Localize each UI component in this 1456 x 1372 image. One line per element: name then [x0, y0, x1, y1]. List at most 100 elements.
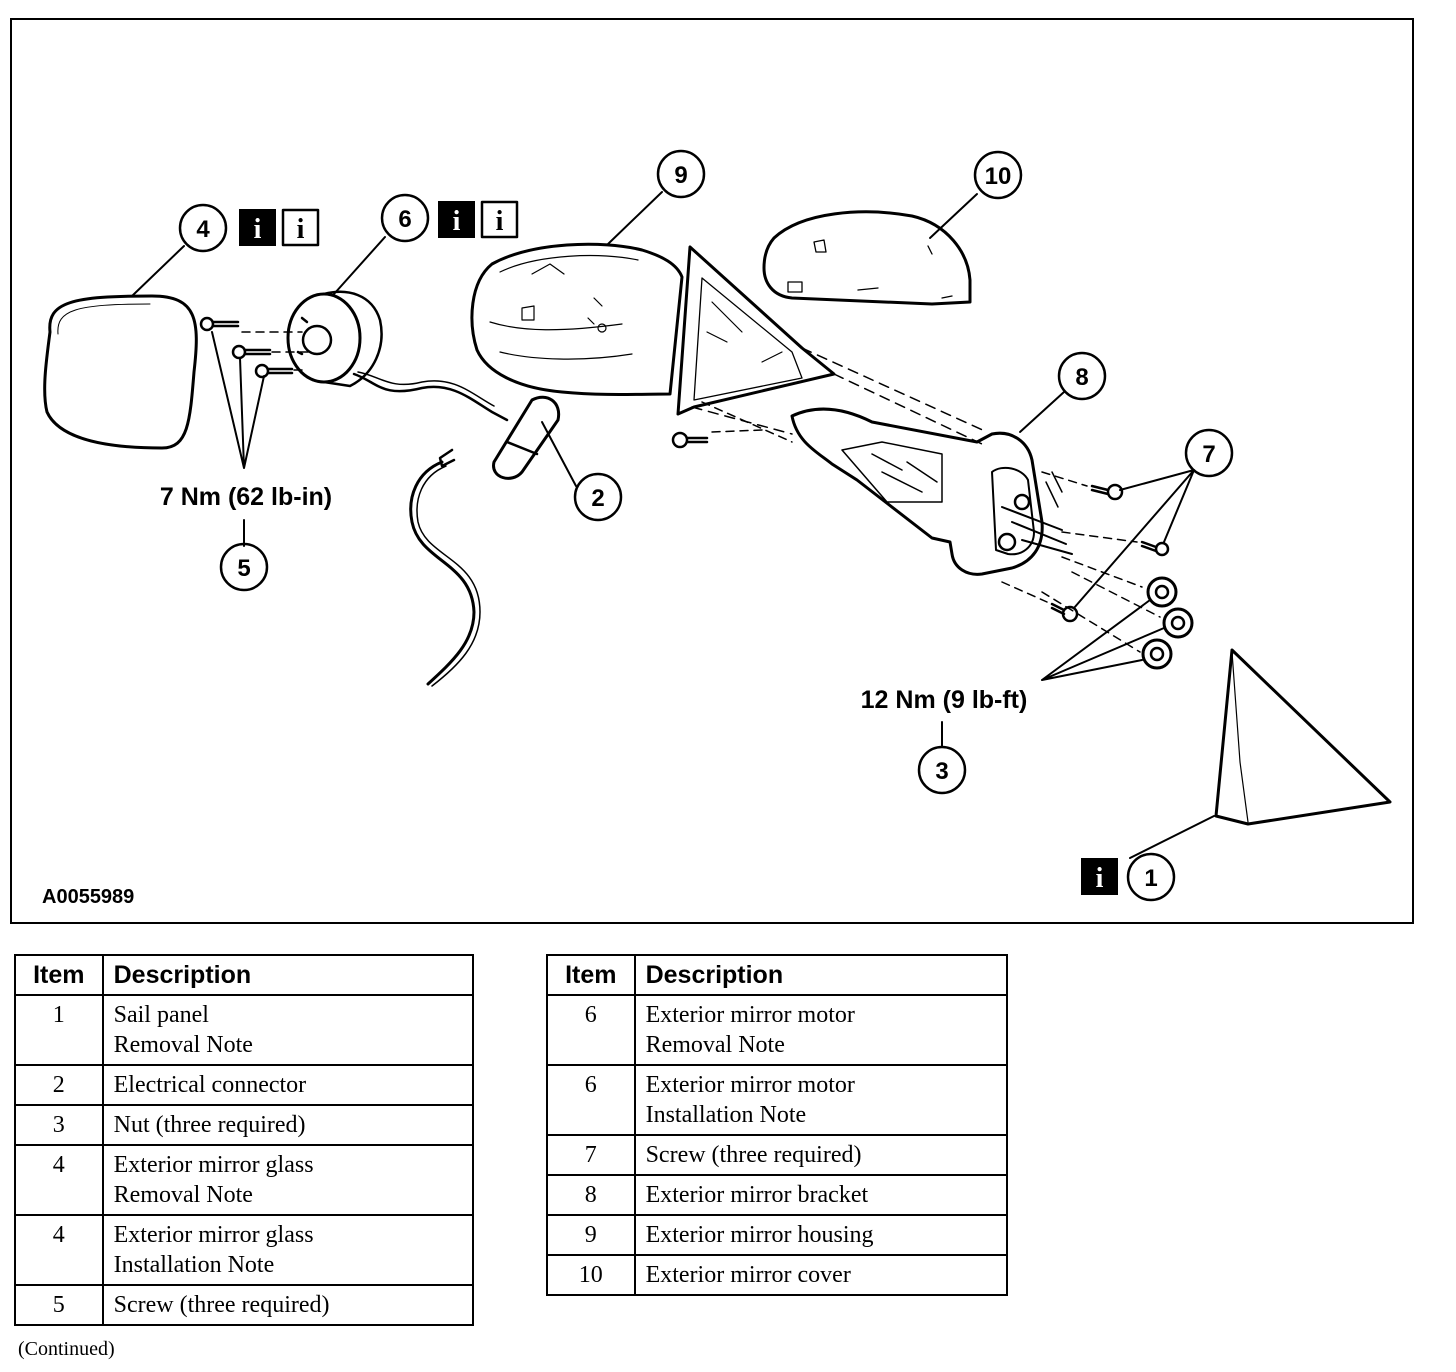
table-header-row: Item Description	[546, 954, 1009, 996]
info-icon-1-removal: i	[1081, 858, 1118, 895]
callout-3: 3	[917, 745, 967, 795]
item-number: 1	[14, 994, 104, 1066]
header-description: Description	[633, 954, 1009, 996]
description-line: Exterior mirror motor	[645, 1072, 855, 1098]
electrical-connector-drawing	[409, 395, 561, 687]
description-line: Exterior mirror bracket	[645, 1182, 869, 1208]
svg-text:10: 10	[985, 163, 1012, 190]
nuts-3-drawing	[1041, 556, 1194, 681]
description-line: Exterior mirror housing	[645, 1222, 874, 1248]
torque-label-3: 12 Nm (9 lb-ft)	[861, 686, 1028, 714]
description-line: Exterior mirror motor	[645, 1002, 855, 1028]
callout-1: 1	[1126, 852, 1176, 902]
item-number: 5	[14, 1284, 104, 1326]
sail-panel-drawing	[1214, 648, 1392, 826]
torque-label-5: 7 Nm (62 lb-in)	[160, 483, 332, 511]
item-number: 6	[546, 994, 636, 1066]
mirror-housing-drawing	[470, 242, 684, 396]
svg-text:1: 1	[1144, 865, 1157, 892]
info-icon-4-removal: i	[239, 209, 276, 246]
mirror-glass-drawing	[43, 294, 198, 450]
description-line: Exterior mirror cover	[645, 1262, 851, 1288]
exploded-view-diagram: 1 2 3 4 5 6 7 8 9 10 i i i i i 7	[10, 18, 1414, 924]
screws-5-drawing	[199, 316, 313, 469]
table-row: 5 Screw (three required)	[14, 1284, 475, 1326]
svg-text:i: i	[453, 206, 461, 237]
callout-8: 8	[1057, 351, 1107, 401]
svg-text:i: i	[1096, 863, 1104, 894]
info-icon-6-removal: i	[438, 201, 475, 238]
description-line: Installation Note	[113, 1252, 275, 1278]
svg-text:9: 9	[674, 162, 687, 189]
description-line: Screw (three required)	[645, 1142, 862, 1168]
callout-4: 4	[178, 203, 228, 253]
header-description: Description	[101, 954, 475, 996]
callout-5: 5	[219, 542, 269, 592]
svg-text:i: i	[254, 214, 262, 245]
svg-text:6: 6	[398, 206, 411, 233]
svg-text:2: 2	[591, 485, 604, 512]
item-description: Exterior mirror housing	[633, 1214, 1009, 1256]
alignment-lines	[691, 347, 988, 445]
description-line: Removal Note	[645, 1032, 785, 1058]
item-description: Electrical connector	[101, 1064, 475, 1106]
description-line: Screw (three required)	[113, 1292, 330, 1318]
item-number: 10	[546, 1254, 636, 1296]
table-row: 10 Exterior mirror cover	[546, 1254, 1009, 1296]
svg-text:4: 4	[196, 216, 210, 243]
callout-10: 10	[973, 150, 1023, 200]
item-number: 8	[546, 1174, 636, 1216]
mirror-cover-drawing	[762, 210, 972, 306]
callout-9: 9	[656, 149, 706, 199]
item-number: 6	[546, 1064, 636, 1136]
figure-id: A0055989	[42, 886, 134, 908]
header-item: Item	[14, 954, 104, 996]
screws-7-drawing	[1001, 469, 1195, 623]
header-item: Item	[546, 954, 636, 996]
item-number: 7	[546, 1134, 636, 1176]
description-line: Installation Note	[645, 1102, 807, 1128]
leader-lines	[131, 191, 1215, 859]
item-description: Exterior mirror cover	[633, 1254, 1009, 1296]
item-number: 2	[14, 1064, 104, 1106]
table-row: 8 Exterior mirror bracket	[546, 1174, 1009, 1216]
svg-text:7: 7	[1202, 441, 1215, 468]
svg-text:5: 5	[237, 555, 250, 582]
item-description: Screw (three required)	[101, 1284, 475, 1326]
svg-text:i: i	[496, 206, 504, 237]
mirror-motor-drawing	[286, 290, 509, 422]
item-number: 4	[14, 1144, 104, 1216]
item-description: Screw (three required)	[633, 1134, 1009, 1176]
callout-6: 6	[380, 193, 430, 243]
info-icon-4-installation: i	[281, 208, 320, 247]
table-header-row: Item Description	[14, 954, 475, 996]
continued-note: (Continued)	[18, 1338, 115, 1360]
svg-text:8: 8	[1075, 364, 1088, 391]
item-number: 3	[14, 1104, 104, 1146]
item-description: Nut (three required)	[101, 1104, 475, 1146]
info-icon-6-installation: i	[480, 200, 519, 239]
description-line: Removal Note	[113, 1182, 253, 1208]
inner-sail-frame-drawing	[676, 245, 836, 416]
description-line: Removal Note	[113, 1032, 253, 1058]
mirror-bracket-drawing	[790, 407, 1073, 576]
description-line: Exterior mirror glass	[113, 1152, 314, 1178]
diagram-svg: 1 2 3 4 5 6 7 8 9 10 i i i i i 7	[42, 149, 1392, 908]
description-line: Exterior mirror glass	[113, 1222, 314, 1248]
